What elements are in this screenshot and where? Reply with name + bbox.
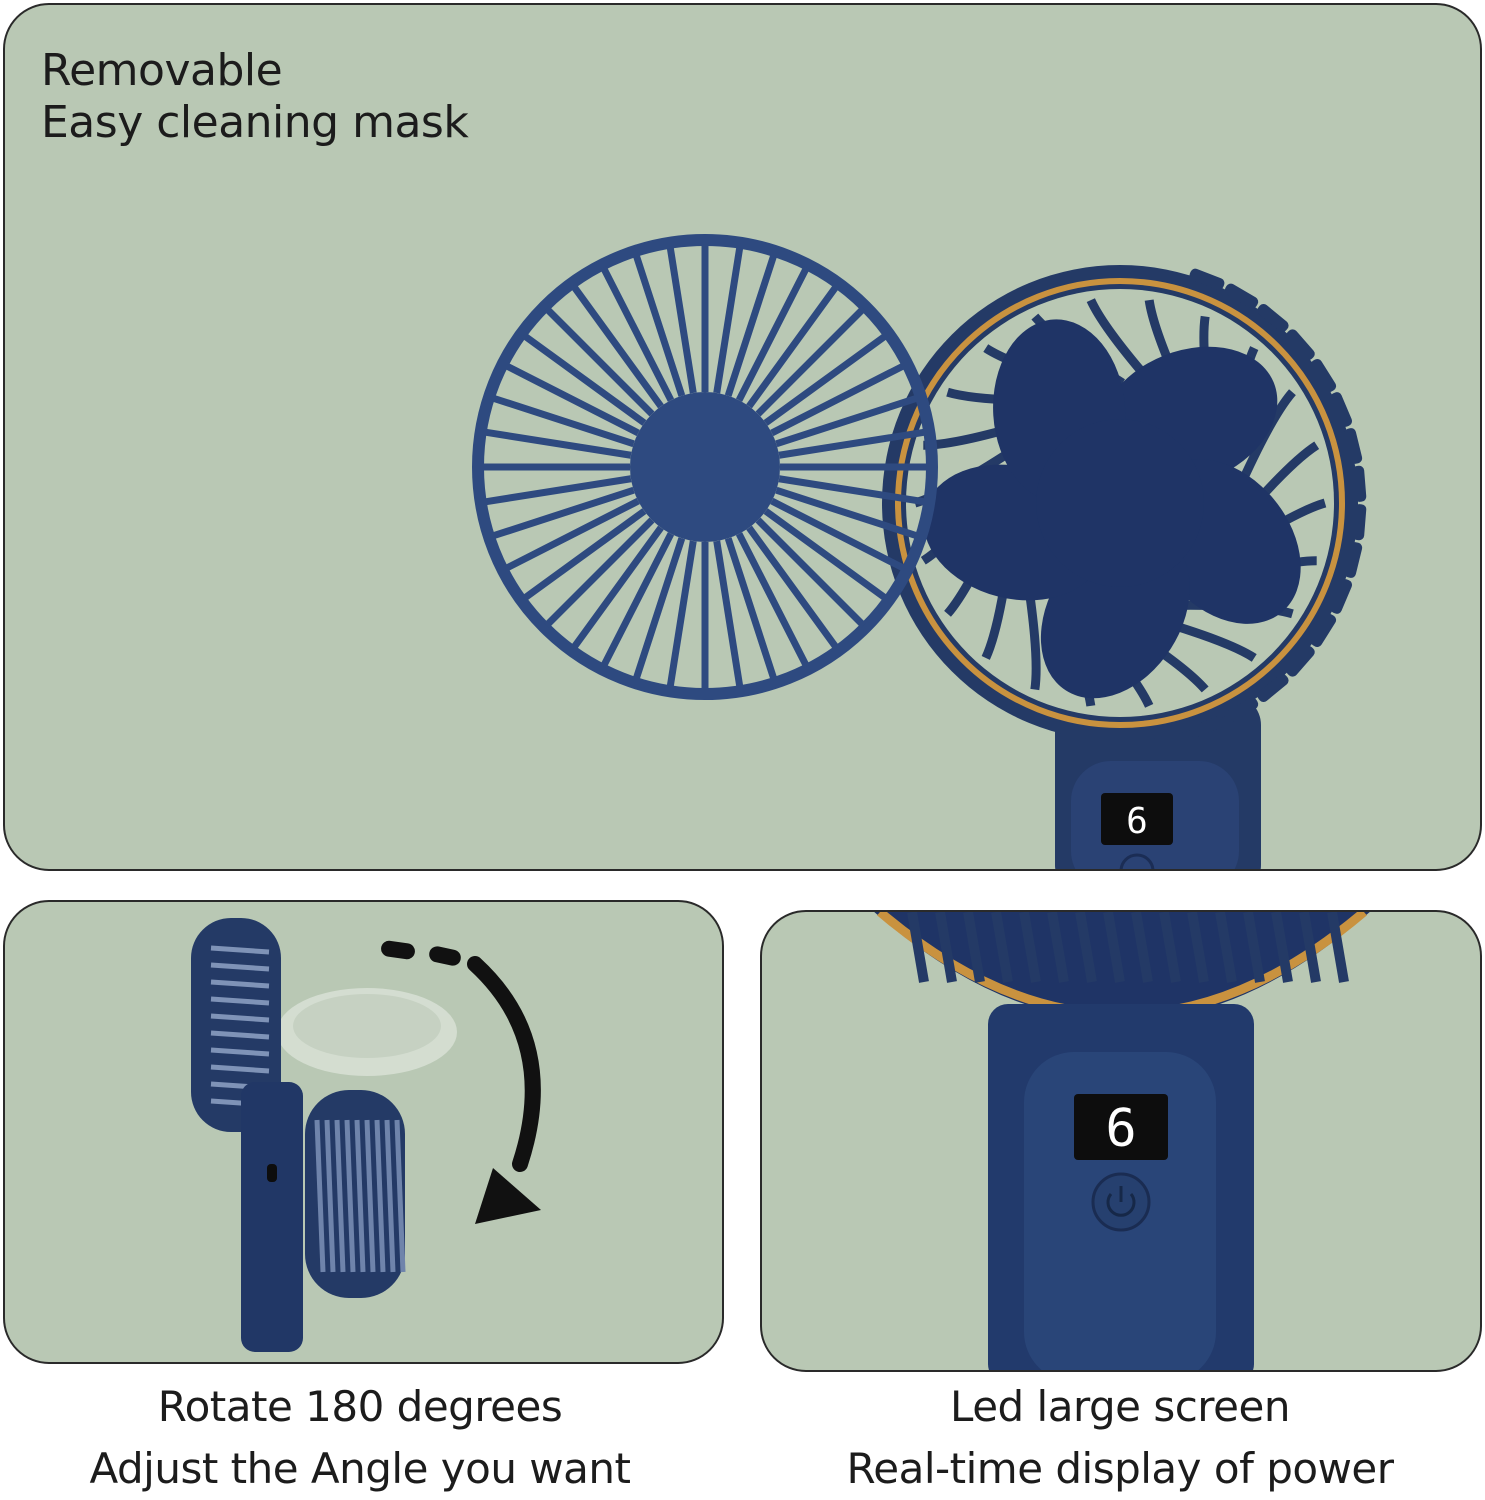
led-caption-title: Led large screen	[950, 1382, 1290, 1431]
fan-illustration: 6	[472, 234, 1367, 869]
led-caption: Led large screen Real-time display of po…	[800, 1376, 1440, 1500]
ghost-fan	[277, 988, 457, 1076]
removable-subtitle: Easy cleaning mask	[41, 97, 469, 148]
led-caption-subtitle: Real-time display of power	[846, 1444, 1394, 1493]
removable-heading: Removable Easy cleaning mask	[41, 45, 469, 149]
power-button-icon	[1091, 1172, 1151, 1232]
led-screen-panel: 6	[760, 910, 1482, 1372]
rotate-caption: Rotate 180 degrees Adjust the Angle you …	[40, 1376, 680, 1500]
rotated-fan	[305, 1090, 406, 1298]
rotate-caption-title: Rotate 180 degrees	[157, 1382, 563, 1431]
upright-fan	[191, 918, 281, 1132]
fan-body-icon	[882, 265, 1367, 741]
fan-guard-icon	[472, 234, 938, 700]
rotation-arrow-icon	[381, 940, 541, 1224]
rotate-caption-subtitle: Adjust the Angle you want	[89, 1444, 632, 1493]
led-display-screen	[1074, 1094, 1168, 1160]
led-display-digit: 6	[1105, 1099, 1136, 1159]
fan-head-closeup	[874, 912, 1370, 1021]
power-button-icon	[1119, 853, 1155, 869]
removable-title: Removable	[41, 45, 283, 96]
rotate-panel	[3, 900, 724, 1364]
display-screen	[1101, 793, 1173, 845]
removable-mask-panel: Removable Easy cleaning mask 6	[3, 3, 1482, 871]
display-digit: 6	[1126, 801, 1148, 842]
rotation-illustration	[191, 918, 541, 1352]
fan-handle-left	[241, 1082, 303, 1352]
led-closeup-illustration: 6	[874, 912, 1370, 1370]
